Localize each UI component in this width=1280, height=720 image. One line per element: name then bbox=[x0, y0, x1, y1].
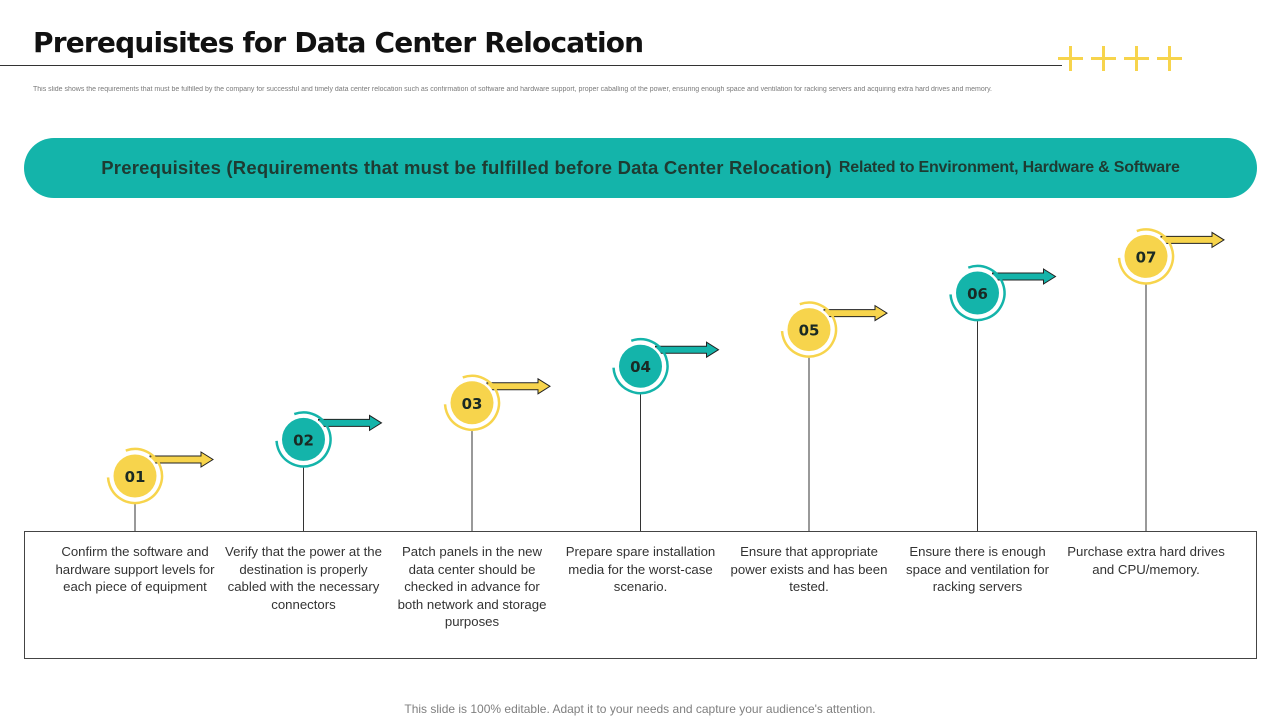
step-circle bbox=[282, 417, 325, 461]
footer-note: This slide is 100% editable. Adapt it to… bbox=[404, 702, 876, 716]
step-circle bbox=[787, 308, 831, 352]
step-description: Prepare spare installation media for the… bbox=[565, 544, 716, 595]
step-circle bbox=[450, 381, 494, 425]
step-ring bbox=[275, 411, 332, 468]
prerequisites-banner: Prerequisites (Requirements that must be… bbox=[24, 138, 1257, 198]
step-ring bbox=[949, 264, 1006, 322]
step-description: Purchase extra hard drives and CPU/memor… bbox=[1067, 544, 1225, 577]
step-description: Confirm the software and hardware suppor… bbox=[55, 544, 215, 595]
step-ring bbox=[106, 447, 164, 505]
banner-sub-text: Related to Environment, Hardware & Softw… bbox=[838, 159, 1180, 176]
step-number: 03 bbox=[462, 395, 483, 413]
step-number: 01 bbox=[125, 468, 146, 486]
page-title: Prerequisites for Data Center Relocation bbox=[33, 26, 644, 59]
step-circle bbox=[1124, 234, 1168, 278]
step-number: 05 bbox=[799, 322, 820, 340]
plus-icon bbox=[1058, 46, 1083, 71]
decorative-pluses bbox=[1058, 46, 1182, 71]
step-description: Ensure that appropriate power exists and… bbox=[730, 544, 888, 595]
plus-icon bbox=[1124, 46, 1149, 71]
step-circle bbox=[113, 454, 157, 498]
slide-description: This slide shows the requirements that m… bbox=[33, 86, 992, 93]
step-number: 06 bbox=[967, 285, 988, 303]
title-divider bbox=[0, 65, 1062, 66]
step-description: Ensure there is enough space and ventila… bbox=[906, 544, 1049, 595]
plus-icon bbox=[1157, 46, 1182, 71]
step-ring bbox=[612, 337, 669, 395]
step-ring bbox=[780, 301, 838, 358]
step-number: 07 bbox=[1136, 248, 1157, 266]
step-description: Verify that the power at the destination… bbox=[225, 544, 382, 612]
plus-icon bbox=[1091, 46, 1116, 71]
step-circle bbox=[956, 271, 999, 315]
step-number: 04 bbox=[630, 358, 651, 376]
step-number: 02 bbox=[293, 431, 314, 449]
step-ring bbox=[443, 374, 501, 432]
descriptions-box bbox=[24, 531, 1257, 659]
step-circle bbox=[619, 344, 662, 388]
step-ring bbox=[1117, 228, 1175, 285]
step-description: Patch panels in the new data center shou… bbox=[397, 544, 547, 630]
banner-main-text: Prerequisites (Requirements that must be… bbox=[101, 157, 832, 178]
